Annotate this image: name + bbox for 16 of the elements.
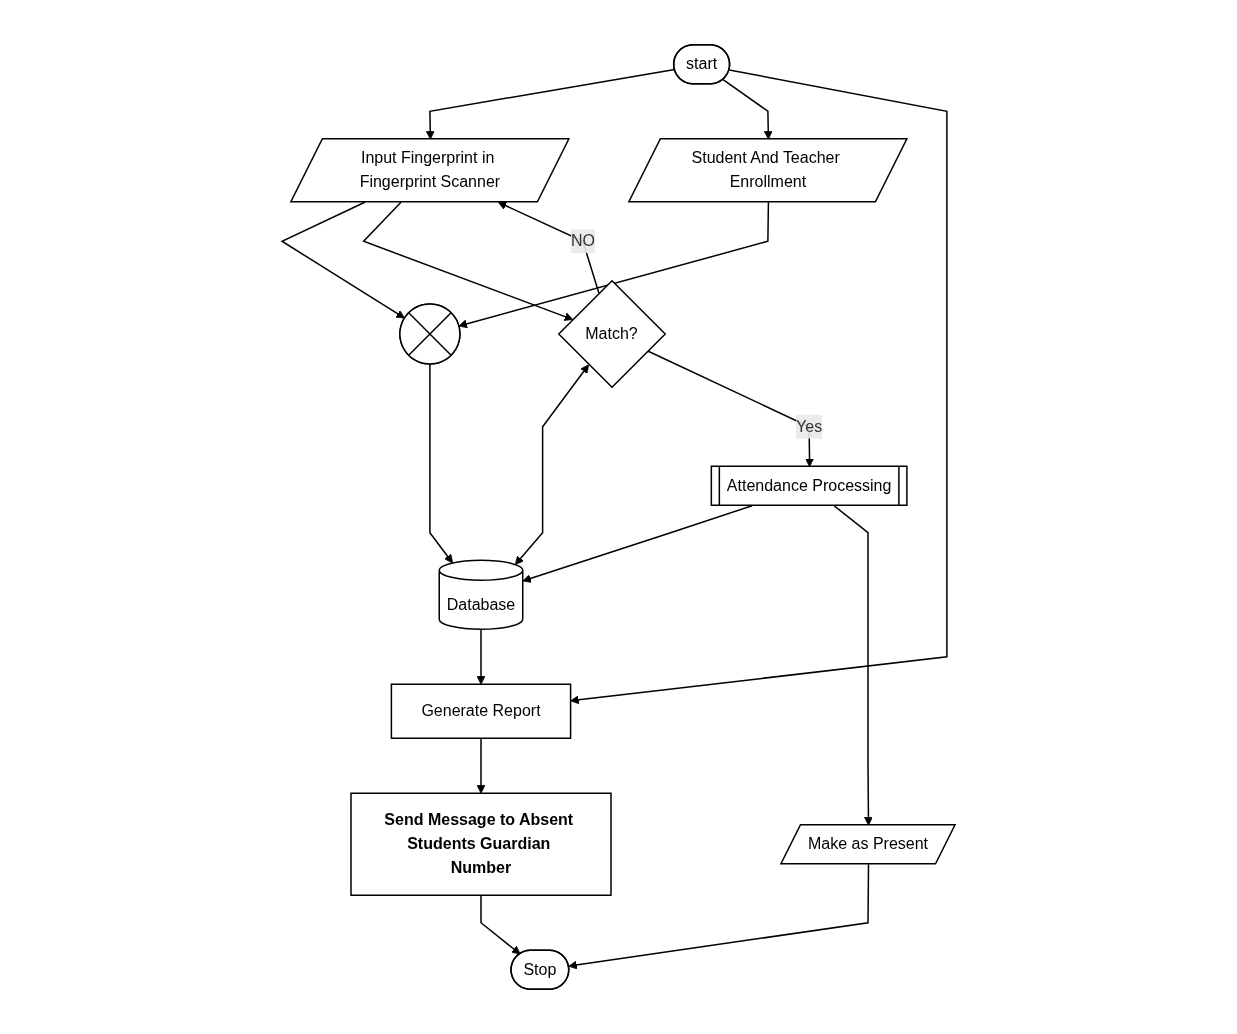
node-diamond: Match? — [557, 279, 667, 389]
arrow — [497, 201, 600, 295]
arrow — [458, 201, 770, 329]
arrow — [514, 364, 589, 565]
arrow — [476, 737, 486, 794]
arrow — [362, 201, 574, 321]
edge-label: Yes — [796, 417, 823, 435]
edge-label: NO — [570, 232, 595, 250]
node-box: Generate Report — [390, 683, 572, 739]
arrow — [476, 628, 486, 685]
arrow — [280, 201, 405, 319]
arrow — [570, 69, 948, 705]
arrow — [429, 363, 453, 564]
arrow — [480, 894, 521, 955]
arrow — [568, 863, 870, 970]
node-box: Send Message to Absent Students Guardian Number — [350, 792, 612, 896]
